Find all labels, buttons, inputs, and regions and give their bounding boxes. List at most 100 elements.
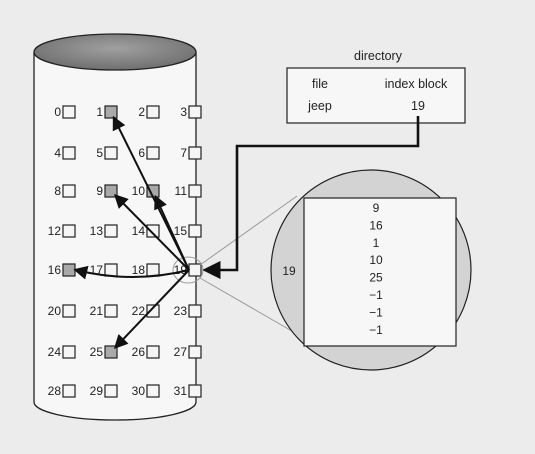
disk-block-3: 3 [180, 105, 202, 119]
disk-block-28: 28 [48, 384, 76, 398]
index-block-entry: 9 [373, 201, 380, 215]
directory-header-file: file [312, 77, 328, 91]
directory-header-index: index block [385, 77, 448, 91]
disk-block-number: 26 [132, 345, 146, 359]
disk-block-14: 14 [132, 224, 160, 238]
disk-block-box [188, 304, 202, 318]
disk-block-29: 29 [90, 384, 118, 398]
disk-block-box-used [104, 345, 118, 359]
index-block-box [303, 197, 457, 347]
disk-block-11: 11 [175, 184, 202, 198]
pointer-arrow-to-block-25 [113, 269, 190, 349]
disk-block-number: 31 [174, 384, 188, 398]
index-block-entry: −1 [369, 323, 383, 337]
disk-block-box [146, 146, 160, 160]
disk-block-2: 2 [138, 105, 160, 119]
directory-title: directory [354, 49, 403, 63]
index-block-entry: 10 [369, 253, 383, 267]
disk-block-12: 12 [48, 224, 76, 238]
pointer-arrow-to-block-9 [113, 193, 190, 271]
disk-block-box [104, 146, 118, 160]
disk-block-box [146, 384, 160, 398]
disk-block-number: 20 [48, 304, 62, 318]
disk-block-22: 22 [132, 304, 160, 318]
index-block-entry: −1 [369, 288, 383, 302]
disk-block-number: 13 [90, 224, 104, 238]
disk-block-26: 26 [132, 345, 160, 359]
disk-block-20: 20 [48, 304, 76, 318]
disk-block-7: 7 [180, 146, 202, 160]
disk-block-box [188, 345, 202, 359]
index-block-entry: 1 [373, 236, 380, 250]
disk-block-number: 16 [48, 263, 62, 277]
disk-block-10: 10 [132, 184, 160, 198]
disk-block-number: 10 [132, 184, 146, 198]
directory-file-name: jeep [307, 99, 332, 113]
disk-block-box-used [62, 263, 76, 277]
cylinder-top [33, 33, 197, 71]
disk-block-number: 27 [174, 345, 188, 359]
disk-block-number: 9 [96, 184, 103, 198]
disk-block-number: 29 [90, 384, 104, 398]
disk-block-box [188, 224, 202, 238]
disk-block-number: 0 [54, 105, 61, 119]
disk-block-box [104, 384, 118, 398]
disk-block-box [146, 263, 160, 277]
disk-block-number: 21 [90, 304, 104, 318]
disk-block-13: 13 [90, 224, 118, 238]
disk-block-number: 30 [132, 384, 146, 398]
pointer-arrow-to-block-10 [154, 194, 190, 271]
disk-block-31: 31 [174, 384, 202, 398]
disk-block-box [62, 184, 76, 198]
index-pointers [73, 115, 190, 349]
disk-block-number: 4 [54, 146, 61, 160]
disk-block-6: 6 [138, 146, 160, 160]
disk-block-23: 23 [174, 304, 202, 318]
disk-block-box [62, 304, 76, 318]
disk-block-number: 23 [174, 304, 188, 318]
disk-block-box [188, 146, 202, 160]
index-block-entry: −1 [369, 305, 383, 319]
disk-block-box [62, 146, 76, 160]
pointer-arrow-to-block-16 [73, 265, 190, 280]
disk-block-box [188, 184, 202, 198]
disk-block-box [188, 105, 202, 119]
disk-block-number: 7 [180, 146, 187, 160]
magnifier-line-bottom [199, 277, 298, 335]
directory-to-block-arrow [202, 116, 420, 280]
disk-block-number: 24 [48, 345, 62, 359]
disk-block-box [146, 345, 160, 359]
disk-block-box [188, 384, 202, 398]
disk-block-4: 4 [54, 146, 76, 160]
disk-block-box [104, 304, 118, 318]
disk-block-number: 18 [132, 263, 146, 277]
directory-index-value: 19 [411, 99, 425, 113]
disk-block-box [146, 105, 160, 119]
disk-block-number: 15 [174, 224, 188, 238]
disk-block-box [62, 224, 76, 238]
disk-block-30: 30 [132, 384, 160, 398]
disk-block-number: 3 [180, 105, 187, 119]
disk-block-21: 21 [90, 304, 118, 318]
disk-block-number: 25 [90, 345, 104, 359]
magnifier-line-top [199, 195, 298, 266]
disk-block-number: 28 [48, 384, 62, 398]
disk-block-number: 12 [48, 224, 62, 238]
disk-block-24: 24 [48, 345, 76, 359]
directory-table [286, 67, 466, 124]
disk-block-box [146, 304, 160, 318]
index-block-label: 19 [282, 264, 296, 278]
disk-block-1: 1 [96, 105, 118, 119]
disk-block-25: 25 [90, 345, 118, 359]
disk-block-number: 6 [138, 146, 145, 160]
disk-block-number: 5 [96, 146, 103, 160]
disk-block-box [104, 224, 118, 238]
disk-block-box [188, 263, 202, 277]
disk-block-5: 5 [96, 146, 118, 160]
